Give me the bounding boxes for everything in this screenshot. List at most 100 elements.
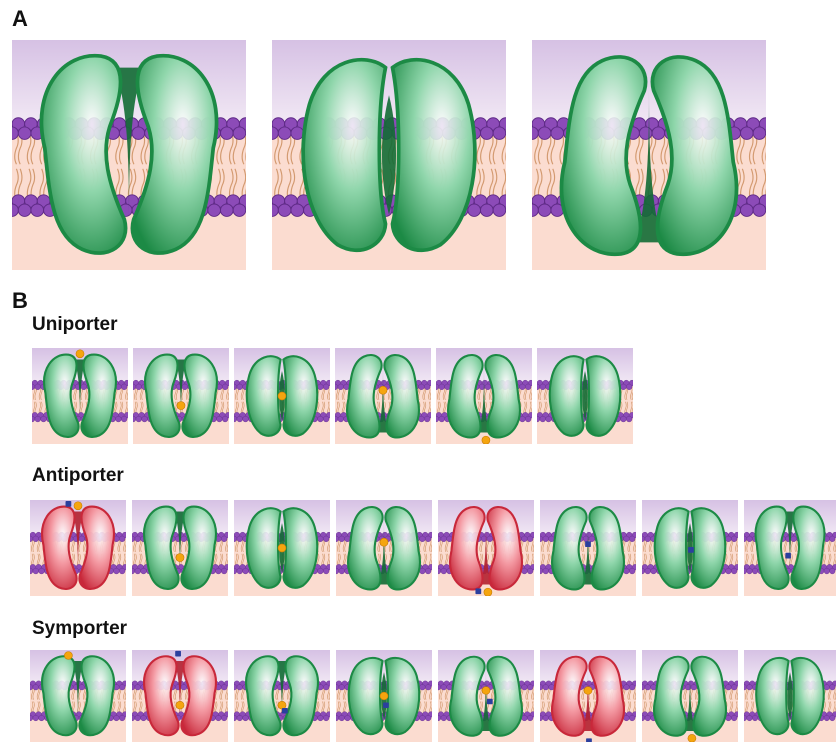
transporter-diagram — [12, 40, 246, 270]
substrate-ball — [74, 502, 82, 510]
symporter-frame-6 — [540, 650, 636, 742]
co-substrate-square — [585, 541, 591, 547]
substrate-ball — [379, 386, 387, 394]
transporter-protein — [41, 56, 216, 253]
transporter-diagram — [32, 348, 128, 444]
co-substrate-square — [688, 547, 694, 553]
antiporter-frame-6 — [540, 500, 636, 596]
transporter-protein — [448, 355, 520, 437]
antiporter-frame-4 — [336, 500, 432, 596]
transporter-protein — [552, 507, 624, 589]
transporter-protein — [144, 507, 216, 589]
co-substrate-square — [785, 553, 791, 559]
substrate-ball — [482, 436, 490, 444]
transporter-protein — [42, 656, 114, 735]
antiporter-frame-5 — [438, 500, 534, 596]
substrate-ball — [688, 734, 696, 742]
transporter-diagram — [336, 500, 432, 596]
antiporter-frame-2 — [132, 500, 228, 596]
uniporter-frame-5 — [436, 348, 532, 444]
substrate-ball — [76, 350, 84, 358]
transporter-diagram — [532, 40, 766, 270]
substrate-ball — [584, 687, 592, 695]
transporter-protein-active — [552, 657, 624, 736]
co-substrate-square — [383, 702, 389, 708]
uniporter-frame-3 — [234, 348, 330, 444]
co-substrate-square — [586, 738, 592, 742]
panel-b-label: B — [12, 288, 28, 314]
antiporter-frame-1 — [30, 500, 126, 596]
panel-a-state-1 — [12, 40, 246, 270]
transporter-diagram — [272, 40, 506, 270]
antiporter-title: Antiporter — [32, 465, 124, 487]
substrate-ball — [484, 588, 492, 596]
transporter-diagram — [30, 650, 126, 742]
transporter-diagram — [133, 348, 229, 444]
transporter-protein — [347, 355, 419, 437]
antiporter-frame-3 — [234, 500, 330, 596]
transporter-diagram — [642, 650, 738, 742]
co-substrate-square — [282, 708, 288, 714]
symporter-frame-2 — [132, 650, 228, 742]
symporter-frame-5 — [438, 650, 534, 742]
transporter-diagram — [132, 650, 228, 742]
transporter-diagram — [234, 348, 330, 444]
co-substrate-square — [66, 501, 72, 507]
transporter-diagram — [30, 500, 126, 596]
uniporter-frame-2 — [133, 348, 229, 444]
transporter-diagram — [132, 500, 228, 596]
transporter-protein — [44, 355, 116, 437]
substrate-ball — [176, 554, 184, 562]
transporter-diagram — [537, 348, 633, 444]
uniporter-title: Uniporter — [32, 314, 118, 336]
transporter-diagram — [234, 650, 330, 742]
symporter-frame-1 — [30, 650, 126, 742]
panel-a-state-3 — [532, 40, 766, 270]
substrate-ball — [380, 538, 388, 546]
transporter-diagram — [540, 650, 636, 742]
transporter-protein-active — [42, 507, 114, 589]
panel-a-state-2 — [272, 40, 506, 270]
symporter-frame-4 — [336, 650, 432, 742]
transporter-diagram — [540, 500, 636, 596]
transporter-diagram — [438, 650, 534, 742]
transporter-protein — [450, 657, 522, 736]
panel-a-label: A — [12, 6, 28, 32]
transporter-protein — [561, 57, 736, 254]
uniporter-frame-6 — [537, 348, 633, 444]
transporter-diagram — [336, 650, 432, 742]
transporter-diagram — [436, 348, 532, 444]
substrate-ball — [64, 652, 72, 660]
transporter-protein-active — [450, 507, 522, 589]
transporter-protein — [246, 656, 318, 735]
substrate-ball — [278, 544, 286, 552]
symporter-title: Symporter — [32, 618, 127, 640]
transporter-protein — [145, 355, 217, 437]
transporter-diagram — [744, 650, 836, 742]
substrate-ball — [278, 701, 286, 709]
symporter-frame-7 — [642, 650, 738, 742]
uniporter-frame-1 — [32, 348, 128, 444]
transporter-protein — [756, 507, 825, 589]
transporter-protein-active — [144, 656, 216, 735]
transporter-diagram — [438, 500, 534, 596]
antiporter-frame-7 — [642, 500, 738, 596]
substrate-ball — [278, 392, 286, 400]
co-substrate-square — [175, 651, 181, 657]
substrate-ball — [176, 701, 184, 709]
transporter-diagram — [744, 500, 836, 596]
transporter-protein — [348, 507, 420, 589]
symporter-frame-3 — [234, 650, 330, 742]
substrate-ball — [177, 402, 185, 410]
transporter-diagram — [335, 348, 431, 444]
substrate-ball — [380, 692, 388, 700]
substrate-ball — [482, 687, 490, 695]
symporter-frame-8 — [744, 650, 836, 742]
transporter-diagram — [642, 500, 738, 596]
transporter-protein — [654, 657, 726, 736]
transporter-diagram — [234, 500, 330, 596]
co-substrate-square — [487, 699, 493, 705]
antiporter-frame-8 — [744, 500, 836, 596]
co-substrate-square — [475, 588, 481, 594]
uniporter-frame-4 — [335, 348, 431, 444]
